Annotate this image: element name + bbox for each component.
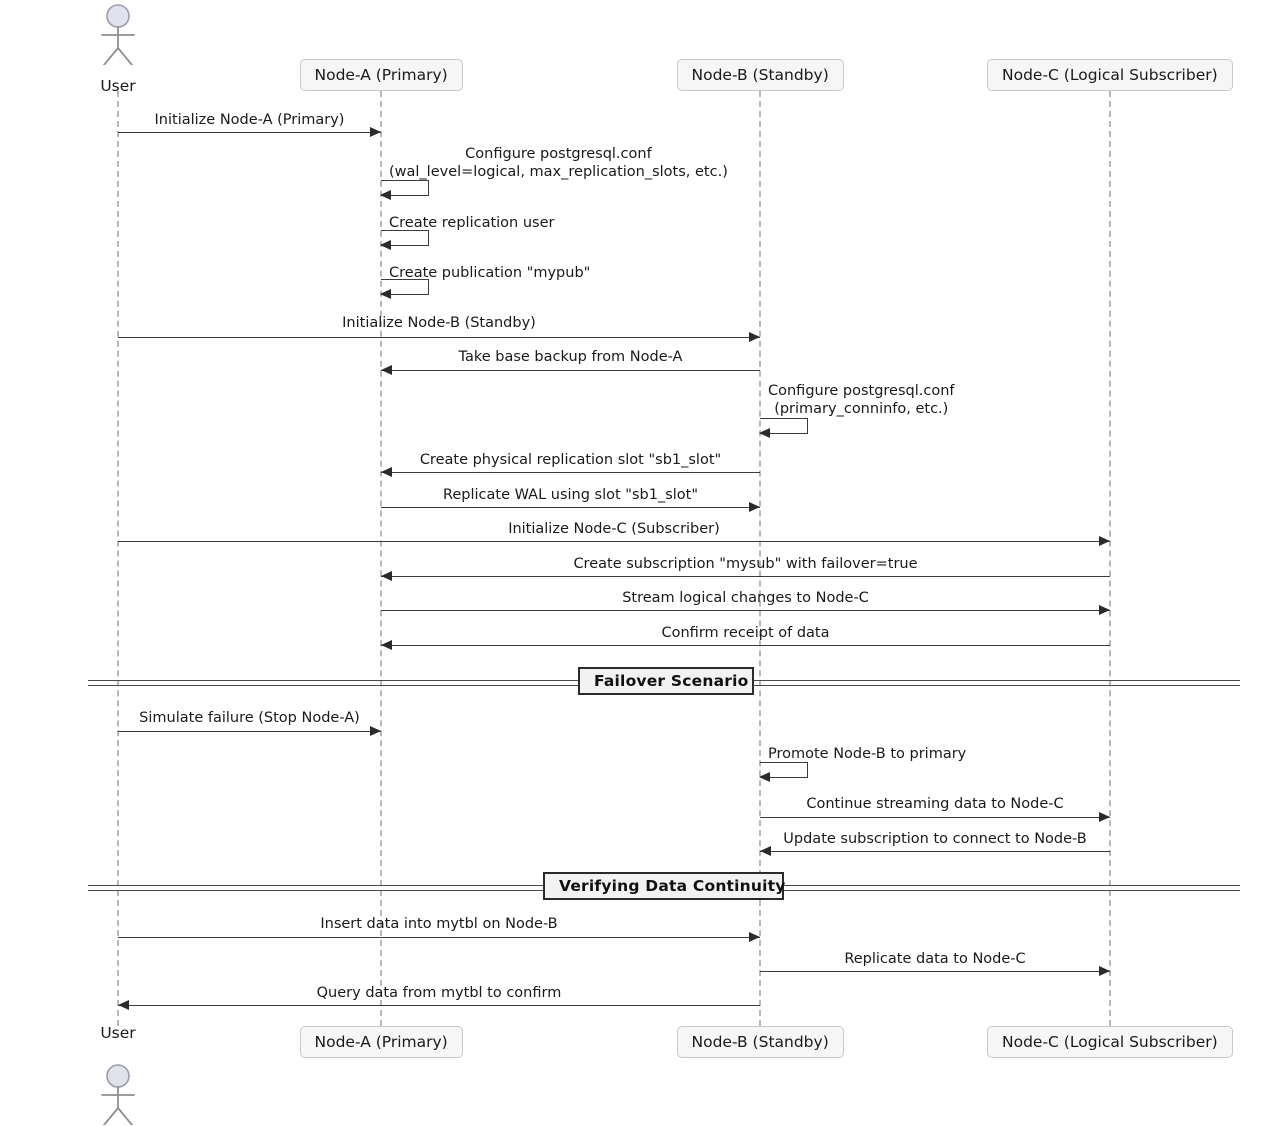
message-line-m11	[381, 576, 1110, 577]
lifeline-user	[117, 91, 119, 1026]
actor-body-icon	[101, 26, 135, 65]
actor-label-top: User	[100, 77, 136, 95]
self-message-loop-m15	[760, 762, 808, 778]
actor-body-icon	[101, 1086, 135, 1125]
arrowhead-left-m8	[381, 467, 392, 477]
arrowhead-left-m17	[760, 846, 771, 856]
message-label-m12: Stream logical changes to Node-C	[622, 590, 869, 606]
message-label-m5: Initialize Node-B (Standby)	[342, 315, 536, 331]
arrowhead-left-m6	[381, 365, 392, 375]
participant-box-nodea-bottom[interactable]: Node-A (Primary)	[299, 1026, 463, 1058]
arrowhead-left-m11	[381, 571, 392, 581]
arrowhead-left-m13	[381, 640, 392, 650]
actor-head-icon	[106, 4, 130, 28]
lifeline-nodec	[1109, 91, 1111, 1026]
message-line-m12	[381, 610, 1110, 611]
message-line-m1	[118, 132, 381, 133]
message-label-m11: Create subscription "mysub" with failove…	[573, 556, 918, 572]
message-label-m2: Configure postgresql.conf (wal_level=log…	[389, 146, 728, 180]
lifeline-nodeb	[759, 91, 761, 1026]
message-line-m16	[760, 817, 1110, 818]
actor-figure-bottom	[101, 1064, 135, 1125]
arrowhead-right-m5	[749, 332, 760, 342]
participant-box-nodec-bottom[interactable]: Node-C (Logical Subscriber)	[987, 1026, 1233, 1058]
self-message-loop-m7	[760, 418, 808, 434]
message-label-m7: Configure postgresql.conf (primary_conni…	[768, 383, 955, 417]
self-message-loop-m3	[381, 230, 429, 246]
message-label-m15: Promote Node-B to primary	[768, 746, 967, 762]
message-line-m5	[118, 337, 760, 338]
self-message-loop-m2	[381, 180, 429, 196]
message-label-m16: Continue streaming data to Node-C	[806, 796, 1064, 812]
divider-label-d1: Failover Scenario	[578, 667, 754, 695]
arrowhead-right-m12	[1099, 605, 1110, 615]
lifeline-nodea	[380, 91, 382, 1026]
message-line-m17	[760, 851, 1110, 852]
divider-label-d2: Verifying Data Continuity	[543, 872, 785, 900]
message-label-m19: Replicate data to Node-C	[844, 951, 1026, 967]
participant-box-nodea-top[interactable]: Node-A (Primary)	[299, 59, 463, 91]
actor-figure-top	[101, 4, 135, 65]
arrowhead-right-m14	[370, 726, 381, 736]
message-label-m9: Replicate WAL using slot "sb1_slot"	[442, 487, 699, 503]
arrowhead-left-m20	[118, 1000, 129, 1010]
arrowhead-left-m2	[380, 190, 391, 200]
self-message-loop-m4	[381, 279, 429, 295]
message-label-m13: Confirm receipt of data	[661, 625, 830, 641]
message-label-m3: Create replication user	[389, 215, 555, 231]
message-line-m18	[118, 937, 760, 938]
participant-box-nodec-top[interactable]: Node-C (Logical Subscriber)	[987, 59, 1233, 91]
participant-box-nodeb-top[interactable]: Node-B (Standby)	[676, 59, 844, 91]
actor-label-bottom: User	[100, 1024, 136, 1042]
message-label-m6: Take base backup from Node-A	[458, 349, 683, 365]
arrowhead-right-m18	[749, 932, 760, 942]
message-label-m8: Create physical replication slot "sb1_sl…	[419, 452, 722, 468]
arrowhead-left-m4	[380, 289, 391, 299]
participant-box-nodeb-bottom[interactable]: Node-B (Standby)	[676, 1026, 844, 1058]
message-label-m1: Initialize Node-A (Primary)	[154, 112, 345, 128]
message-line-m20	[118, 1005, 760, 1006]
arrowhead-right-m10	[1099, 536, 1110, 546]
message-line-m13	[381, 645, 1110, 646]
message-line-m8	[381, 472, 760, 473]
message-line-m14	[118, 731, 381, 732]
arrowhead-right-m16	[1099, 812, 1110, 822]
actor-head-icon	[106, 1064, 130, 1088]
message-label-m4: Create publication "mypub"	[389, 265, 591, 281]
message-line-m6	[381, 370, 760, 371]
message-line-m19	[760, 971, 1110, 972]
message-label-m14: Simulate failure (Stop Node-A)	[139, 710, 360, 726]
message-label-m20: Query data from mytbl to confirm	[316, 985, 562, 1001]
arrowhead-right-m9	[749, 502, 760, 512]
arrowhead-right-m1	[370, 127, 381, 137]
message-line-m9	[381, 507, 760, 508]
message-label-m17: Update subscription to connect to Node-B	[783, 831, 1087, 847]
message-line-m10	[118, 541, 1110, 542]
arrowhead-left-m3	[380, 240, 391, 250]
arrowhead-right-m19	[1099, 966, 1110, 976]
message-label-m18: Insert data into mytbl on Node-B	[320, 916, 558, 932]
message-label-m10: Initialize Node-C (Subscriber)	[508, 521, 720, 537]
arrowhead-left-m7	[759, 428, 770, 438]
arrowhead-left-m15	[759, 772, 770, 782]
